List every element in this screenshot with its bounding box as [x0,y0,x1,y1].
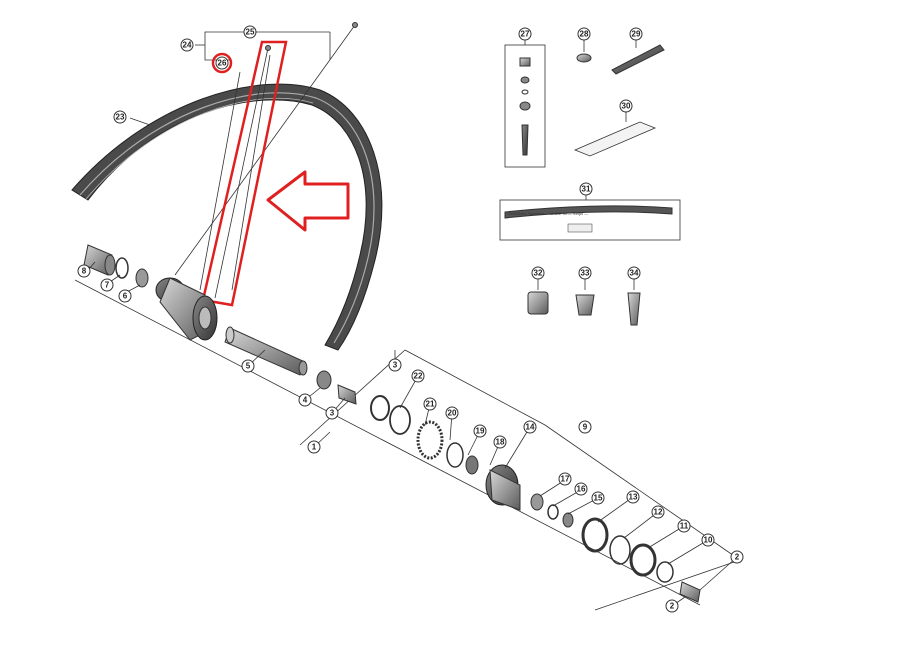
svg-text:29: 29 [632,30,641,39]
mid-small-parts [316,370,357,405]
spoke-group [174,22,358,299]
callout-1: 1 [307,440,321,454]
callout-12: 12 [651,505,665,519]
left-small-parts [83,244,149,288]
freehub-rings [370,395,701,603]
svg-text:12: 12 [654,508,663,517]
callout-30: 30 [619,99,633,113]
svg-text:31: 31 [582,185,591,194]
spoke-highlight [201,40,288,307]
callout-20: 20 [445,406,459,420]
svg-text:7: 7 [105,281,110,290]
callout-18: 18 [493,435,507,449]
callout-13: 13 [626,490,640,504]
rim-tape-text: SHIMANO Tubeless — MADE IN — Strips — [508,211,588,216]
svg-text:21: 21 [426,400,435,409]
callout-26: 26 [215,56,229,70]
svg-text:17: 17 [561,475,570,484]
svg-text:4: 4 [303,396,308,405]
callout-9: 9 [578,420,592,434]
part-27-box [504,40,546,168]
svg-text:32: 32 [534,269,543,278]
red-arrow [266,170,350,232]
svg-text:22: 22 [414,372,423,381]
callout-3a: 3 [388,358,402,372]
callout-5: 5 [241,359,255,373]
svg-text:16: 16 [577,485,586,494]
callout-32: 32 [531,266,545,280]
svg-text:24: 24 [183,41,192,50]
callout-10: 10 [701,533,715,547]
svg-text:3: 3 [393,361,398,370]
callout-14: 14 [523,420,537,434]
svg-text:14: 14 [526,423,535,432]
axle [224,326,308,376]
callout-3b: 3 [325,406,339,420]
callout-15: 15 [591,491,605,505]
callout-labels: 1 2 2 3 3 4 5 6 7 8 9 10 11 12 13 14 15 … [77,25,744,613]
callout-16: 16 [574,482,588,496]
svg-text:28: 28 [580,30,589,39]
svg-text:9: 9 [583,423,588,432]
svg-text:1: 1 [312,443,317,452]
part-29-spoke-wrench [611,40,665,75]
svg-text:18: 18 [496,438,505,447]
callout-31: 31 [579,182,593,196]
svg-text:2: 2 [670,602,675,611]
svg-text:11: 11 [680,522,689,531]
svg-text:8: 8 [82,267,87,276]
svg-text:33: 33 [581,269,590,278]
svg-text:19: 19 [476,427,485,436]
callout-4: 4 [298,393,312,407]
svg-text:27: 27 [521,30,530,39]
svg-text:6: 6 [123,292,128,301]
callout-27: 27 [518,27,532,41]
svg-text:10: 10 [704,536,713,545]
callout-23: 23 [113,110,127,124]
callout-34: 34 [627,266,641,280]
callout-22: 22 [411,369,425,383]
svg-text:3: 3 [330,409,335,418]
callout-17: 17 [558,472,572,486]
svg-text:26: 26 [218,59,227,68]
svg-text:25: 25 [246,28,255,37]
callout-2b: 2 [665,599,679,613]
svg-text:2: 2 [735,553,740,562]
svg-text:15: 15 [594,494,603,503]
callout-25: 25 [243,25,257,39]
svg-text:20: 20 [448,409,457,418]
label-leaders [87,117,738,607]
part-31-rim-tape: SHIMANO Tubeless — MADE IN — Strips — [499,195,681,241]
callout-6: 6 [118,289,132,303]
hub-body [155,277,218,341]
svg-text:34: 34 [630,269,639,278]
svg-text:23: 23 [116,113,125,122]
part-28 [576,40,592,63]
callout-24: 24 [180,38,194,52]
callout-21: 21 [423,397,437,411]
rim [71,83,383,351]
svg-text:13: 13 [629,493,638,502]
part-30-strip [573,112,657,157]
callout-19: 19 [473,424,487,438]
callout-2a: 2 [730,550,744,564]
svg-text:5: 5 [246,362,251,371]
callout-33: 33 [578,266,592,280]
callout-29: 29 [629,27,643,41]
callout-28: 28 [577,27,591,41]
svg-text:30: 30 [622,102,631,111]
parts-32-33-34 [527,279,641,326]
callout-8: 8 [77,264,91,278]
callout-11: 11 [677,519,691,533]
axis-lines [74,279,741,611]
callout-7: 7 [100,278,114,292]
